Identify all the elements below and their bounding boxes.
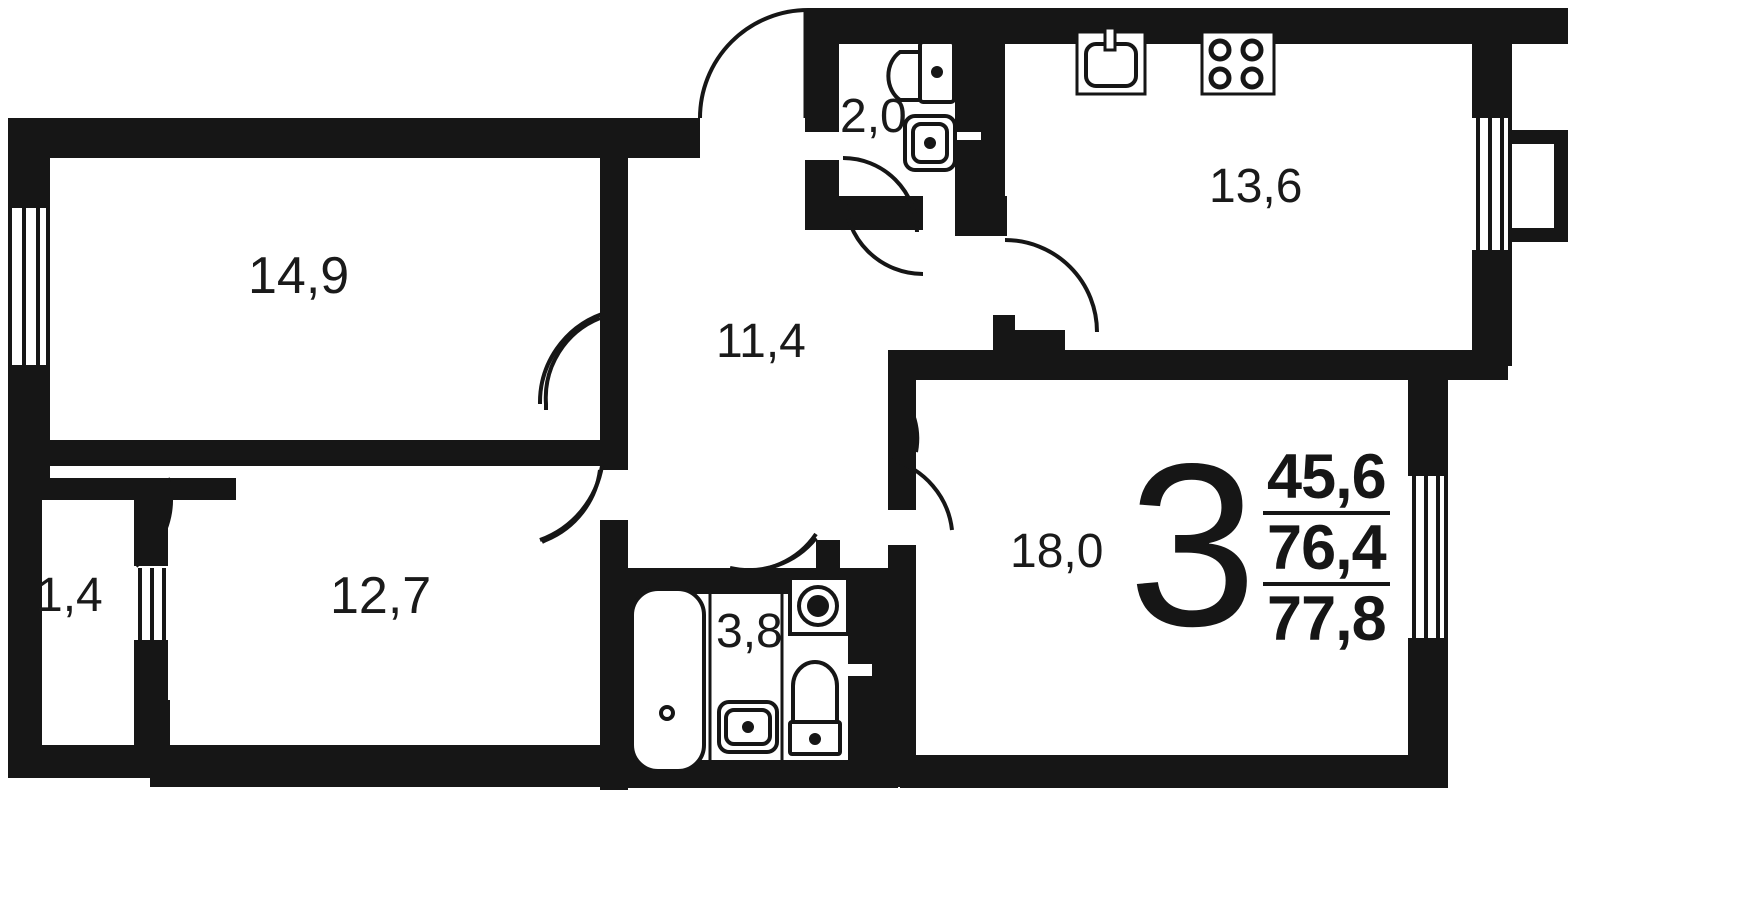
room-area-balcony-left: 1,4 <box>36 569 103 622</box>
thin-partition-lines <box>708 580 784 768</box>
sink-lower-icon <box>717 700 779 754</box>
toilet-upper-icon <box>886 40 956 104</box>
fraction-rule-bottom <box>1263 581 1390 586</box>
room-area-bedroom-left-upper: 14,9 <box>248 247 350 305</box>
door-swing-bedroom-left-lower <box>541 469 602 544</box>
unit-room-count: 3 <box>1128 416 1257 676</box>
window-right-kitchen <box>1476 118 1512 250</box>
door-swing-living-room-2 <box>891 458 954 531</box>
room-area-bedroom-left-lower: 12,7 <box>330 567 432 625</box>
unit-summary-badge: 3 45,6 76,4 77,8 <box>1128 416 1390 676</box>
door-swings <box>134 8 1099 573</box>
living-area-value: 45,6 <box>1267 442 1387 512</box>
room-area-kitchen: 13,6 <box>1209 160 1303 213</box>
window-balcony-left <box>138 568 166 640</box>
fixtures-group <box>630 26 1276 773</box>
kitchen-sink-icon <box>1075 26 1147 96</box>
bathtub-icon <box>630 587 706 773</box>
door-swing-wc-upper <box>842 156 919 233</box>
room-area-bathroom-lower: 3,8 <box>716 605 783 658</box>
room-area-living-room: 18,0 <box>1010 525 1104 578</box>
cooktop-icon <box>1200 30 1276 96</box>
window-left <box>8 208 50 365</box>
washing-machine-icon <box>788 576 850 636</box>
total-area-value: 76,4 <box>1267 512 1387 583</box>
sink-upper-icon <box>903 114 957 172</box>
toilet-lower-icon <box>788 660 842 756</box>
fraction-rule-top <box>1263 510 1390 515</box>
room-area-wc-upper: 2,0 <box>840 90 907 143</box>
total-area-with-balcony-value: 77,8 <box>1267 583 1387 654</box>
door-swing-kitchen <box>1004 238 1099 333</box>
wall-structure <box>8 8 1568 790</box>
area-fraction-stack: 45,6 76,4 77,8 <box>1263 444 1390 652</box>
room-area-hallway: 11,4 <box>716 315 806 368</box>
door-swing-entry <box>698 8 809 119</box>
window-group <box>8 118 1512 640</box>
door-swing-living-room <box>890 382 920 453</box>
door-swing-bedroom-left-upper <box>543 316 601 410</box>
window-right-living <box>1412 476 1448 638</box>
